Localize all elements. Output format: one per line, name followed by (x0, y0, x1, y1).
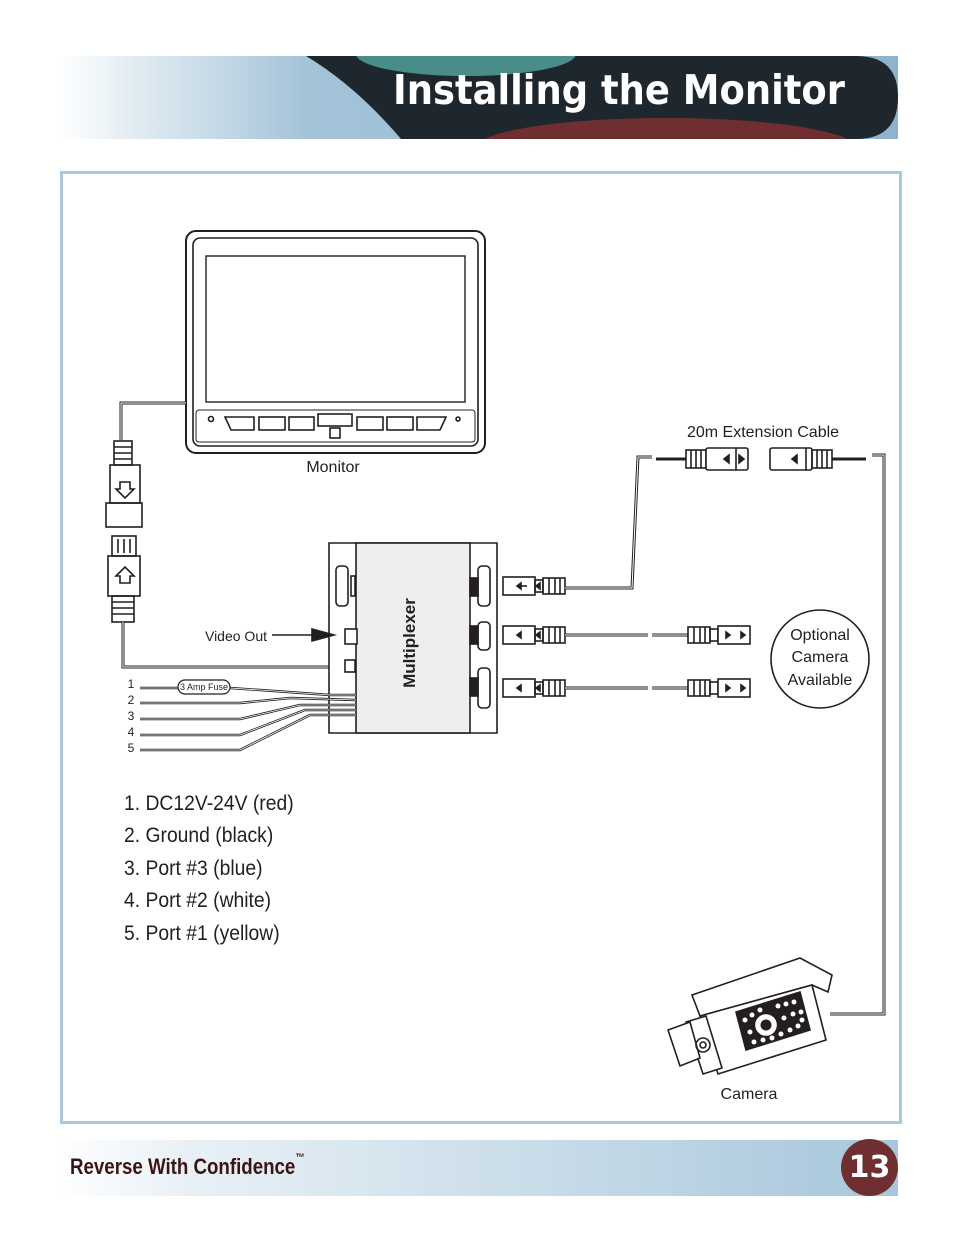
rca-connector-bottom-right (687, 678, 751, 698)
rca-connector-bottom-left (502, 678, 566, 698)
trademark-symbol: ™ (295, 1152, 305, 1164)
page-number: 13 (848, 1150, 891, 1185)
wiring-list-item: 1. DC12V-24V (red) (124, 792, 294, 815)
multiplexer-illustration (328, 542, 498, 734)
rca-connector-middle-left (502, 625, 566, 645)
optional-camera-line-2: Camera (792, 649, 849, 666)
page-number-badge: 13 (841, 1139, 898, 1196)
page-title: Installing the Monitor (393, 66, 845, 114)
fuse-label: 3 Amp Fuse (180, 682, 228, 692)
camera-illustration (666, 957, 833, 1076)
optional-camera-badge (770, 609, 870, 709)
fuse-holder (177, 679, 231, 695)
extension-cable-label: 20m Extension Cable (687, 424, 839, 441)
wiring-list-item: 5. Port #1 (yellow) (124, 922, 280, 945)
optional-camera-line-3: Available (788, 672, 853, 689)
optional-camera-line-1: Optional (790, 627, 850, 644)
diagram-frame (60, 171, 902, 1124)
footer-banner (56, 1140, 898, 1196)
video-out-label: Video Out (205, 628, 267, 644)
camera-label: Camera (721, 1086, 778, 1103)
footer-brand: Reverse With Confidence™ (70, 1152, 305, 1180)
rca-connector-middle-right (687, 625, 751, 645)
wire-number-3: 3 (128, 709, 135, 723)
wire-number-5: 5 (128, 741, 135, 755)
wiring-list-item: 3. Port #3 (blue) (124, 857, 263, 880)
header-banner (56, 56, 898, 139)
wiring-list-item: 4. Port #2 (white) (124, 889, 272, 912)
rca-connector-top (502, 576, 566, 596)
monitor-label: Monitor (306, 459, 360, 476)
multiplexer-label: Multiplexer (400, 598, 419, 688)
monitor-cable-connector (105, 440, 143, 528)
wiring-list-item: 2. Ground (black) (124, 824, 274, 847)
wire-number-2: 2 (128, 693, 135, 707)
multiplexer-cable-connector (107, 535, 141, 623)
monitor-illustration (185, 230, 486, 454)
footer-brand-text: Reverse With Confidence (70, 1154, 296, 1179)
extension-cable-connectors (656, 447, 866, 471)
wire-number-1: 1 (128, 677, 135, 691)
wire-number-4: 4 (128, 725, 135, 739)
